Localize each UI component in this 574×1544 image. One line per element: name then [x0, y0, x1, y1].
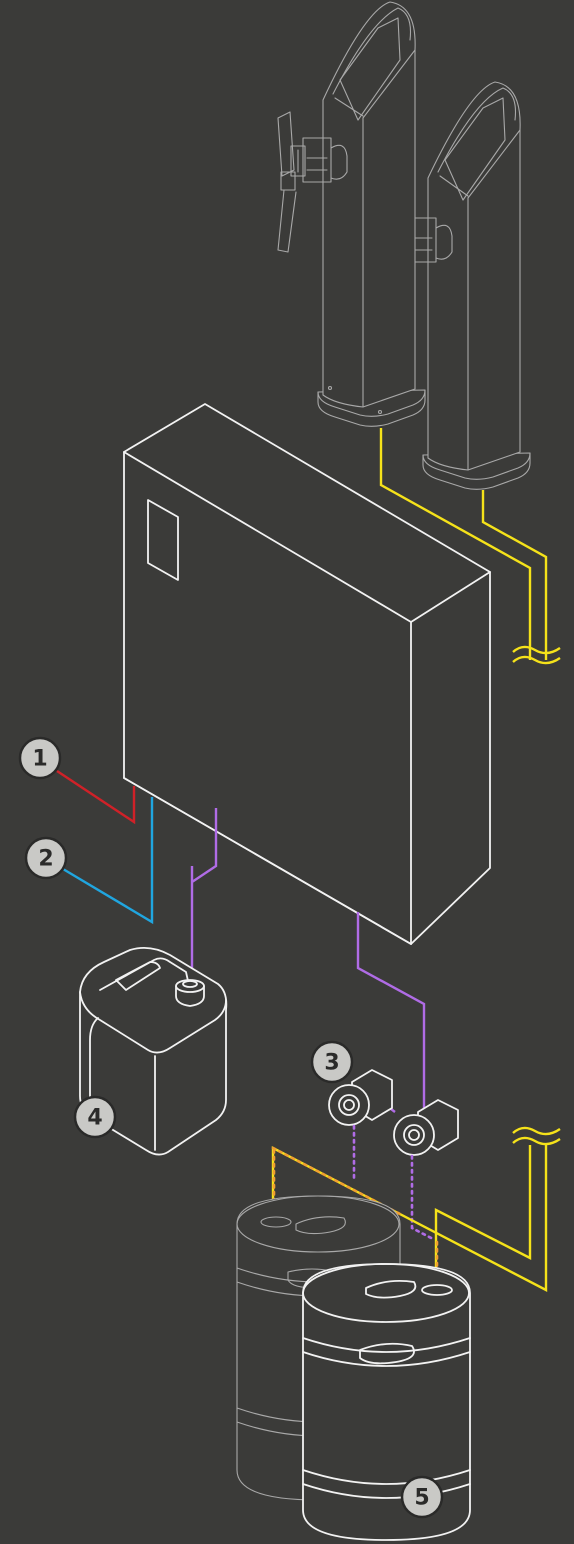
keg-coupler-icon	[393, 1099, 459, 1156]
badge-5: 5	[400, 1475, 444, 1519]
badge-2: 2	[24, 836, 68, 880]
tap-tower-icon	[382, 81, 531, 490]
water-inlet-line	[56, 769, 154, 925]
cleaning-line	[190, 808, 218, 978]
badge-5-label: 5	[414, 1486, 429, 1511]
badge-3-label: 3	[324, 1051, 339, 1076]
badge-2-label: 2	[38, 847, 53, 872]
break-mark-icon	[512, 1126, 561, 1146]
badge-4-label: 4	[87, 1106, 102, 1131]
break-mark-icon	[512, 645, 561, 665]
keg-icon	[302, 1263, 471, 1541]
badge-1-label: 1	[32, 747, 47, 772]
beer-lines-top	[379, 428, 548, 660]
tap-tower-icon	[277, 1, 426, 427]
cooler-display	[147, 499, 179, 581]
badge-3: 3	[310, 1040, 354, 1084]
coupler-connections	[352, 1124, 437, 1242]
cooler-unit-icon	[123, 403, 491, 945]
keg-coupler-icon	[328, 1069, 393, 1126]
badge-1: 1	[18, 736, 62, 780]
badge-4: 4	[73, 1095, 117, 1139]
